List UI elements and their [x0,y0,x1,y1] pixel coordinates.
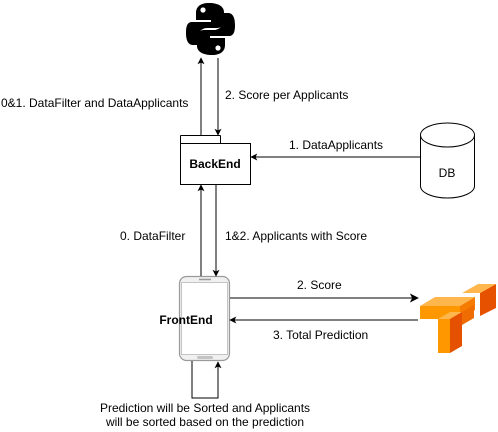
frontend-phone-icon: FrontEnd [159,275,231,362]
edge-label-backend-to-python: 0&1. DataFilter and DataApplicants [1,96,188,110]
edge-backend-to-python: 0&1. DataFilter and DataApplicants [1,57,205,135]
edge-label-frontend-to-tensorflow: 2. Score [297,278,342,292]
edge-label-tensorflow-to-frontend: 3. Total Prediction [273,328,368,342]
edge-frontend-to-tensorflow: 2. Score [230,278,419,303]
backend-label: BackEnd [189,157,240,171]
db-node: DB [420,122,475,199]
edge-db-to-backend: 1. DataApplicants [250,138,420,161]
note-line-2: will be sorted based on the prediction [105,415,304,429]
note-line-1: Prediction will be Sorted and Applicants [100,401,310,415]
edge-label-backend-to-frontend: 1&2. Applicants with Score [225,229,367,243]
edge-python-to-backend: 2. Score per Applicants [214,58,348,136]
edge-label-frontend-to-backend: 0. DataFilter [120,229,185,243]
edge-frontend-self-loop [191,361,222,399]
backend-node: BackEnd [180,135,251,185]
edge-frontend-to-backend: 0. DataFilter [120,184,205,276]
db-label: DB [439,166,456,180]
tensorflow-logo-icon [420,284,496,353]
edge-backend-to-frontend: 1&2. Applicants with Score [212,185,367,277]
edge-tensorflow-to-frontend: 3. Total Prediction [229,316,418,342]
edge-label-db-to-backend: 1. DataApplicants [289,138,383,152]
frontend-label: FrontEnd [159,313,212,327]
sorting-note: Prediction will be Sorted and Applicants… [100,401,310,429]
edge-label-python-to-backend: 2. Score per Applicants [225,88,348,102]
python-logo-icon [186,3,235,55]
